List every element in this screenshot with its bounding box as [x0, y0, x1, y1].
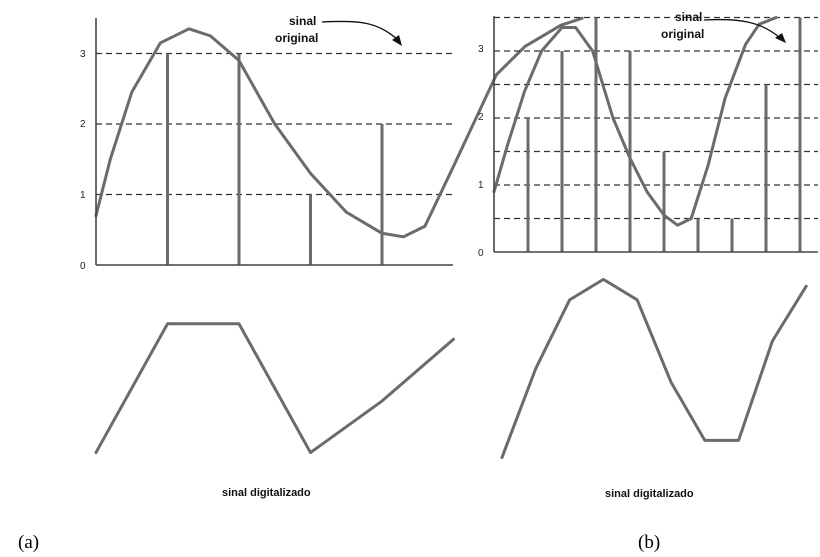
panel-b-samples — [526, 17, 802, 252]
panel-a-digitized-signal — [94, 322, 455, 455]
panel-b-annotation-arrow — [703, 18, 781, 39]
panel-a-samples — [166, 53, 384, 265]
panel-a-tick-1: 1 — [80, 190, 86, 201]
panel-b-axes — [493, 16, 818, 253]
panel-b-tick-2: 2 — [478, 112, 484, 123]
panel-a-caption: sinal digitalizado — [222, 487, 311, 499]
panel-b-label: (b) — [638, 532, 660, 553]
panel-b-tick-3: 3 — [478, 44, 484, 55]
panel-a-axes — [95, 18, 453, 266]
panel-a-label: (a) — [18, 532, 39, 553]
panel-b-caption: sinal digitalizado — [605, 488, 694, 500]
panel-a-tick-3: 3 — [80, 49, 86, 60]
panel-a-annotation: sinal original — [275, 14, 402, 46]
panel-b-tick-0: 0 — [478, 248, 484, 259]
panel-a-tick-2: 2 — [80, 119, 86, 130]
panel-b-annotation-line1: sinal — [675, 10, 702, 24]
panel-a-annotation-line1: sinal — [289, 14, 316, 28]
panel-a-y-ticks: 0 1 2 3 — [80, 49, 86, 272]
panel-b-annotation: sinal original — [661, 10, 786, 43]
panel-b-annotation-line2: original — [661, 27, 704, 41]
panel-b-y-ticks: 0 1 2 3 — [478, 44, 484, 259]
panel-a-arrowhead — [392, 35, 402, 46]
panel-b-tick-1: 1 — [478, 180, 484, 191]
panel-b-arrowhead — [775, 33, 786, 43]
panel-a-tick-0: 0 — [80, 261, 86, 272]
panel-a-original-signal — [94, 16, 584, 239]
panel-a: 0 1 2 3 sinal original sinal digitalizad… — [18, 14, 584, 553]
panel-a-annotation-arrow — [321, 20, 399, 41]
panel-b-original-signal — [492, 16, 778, 227]
panel-a-annotation-line2: original — [275, 31, 318, 45]
panel-b-gridlines — [494, 16, 818, 220]
panel-b: 0 1 2 3 sinal original sinal digitalizad… — [478, 10, 818, 553]
panel-b-digitized-signal — [500, 277, 808, 459]
